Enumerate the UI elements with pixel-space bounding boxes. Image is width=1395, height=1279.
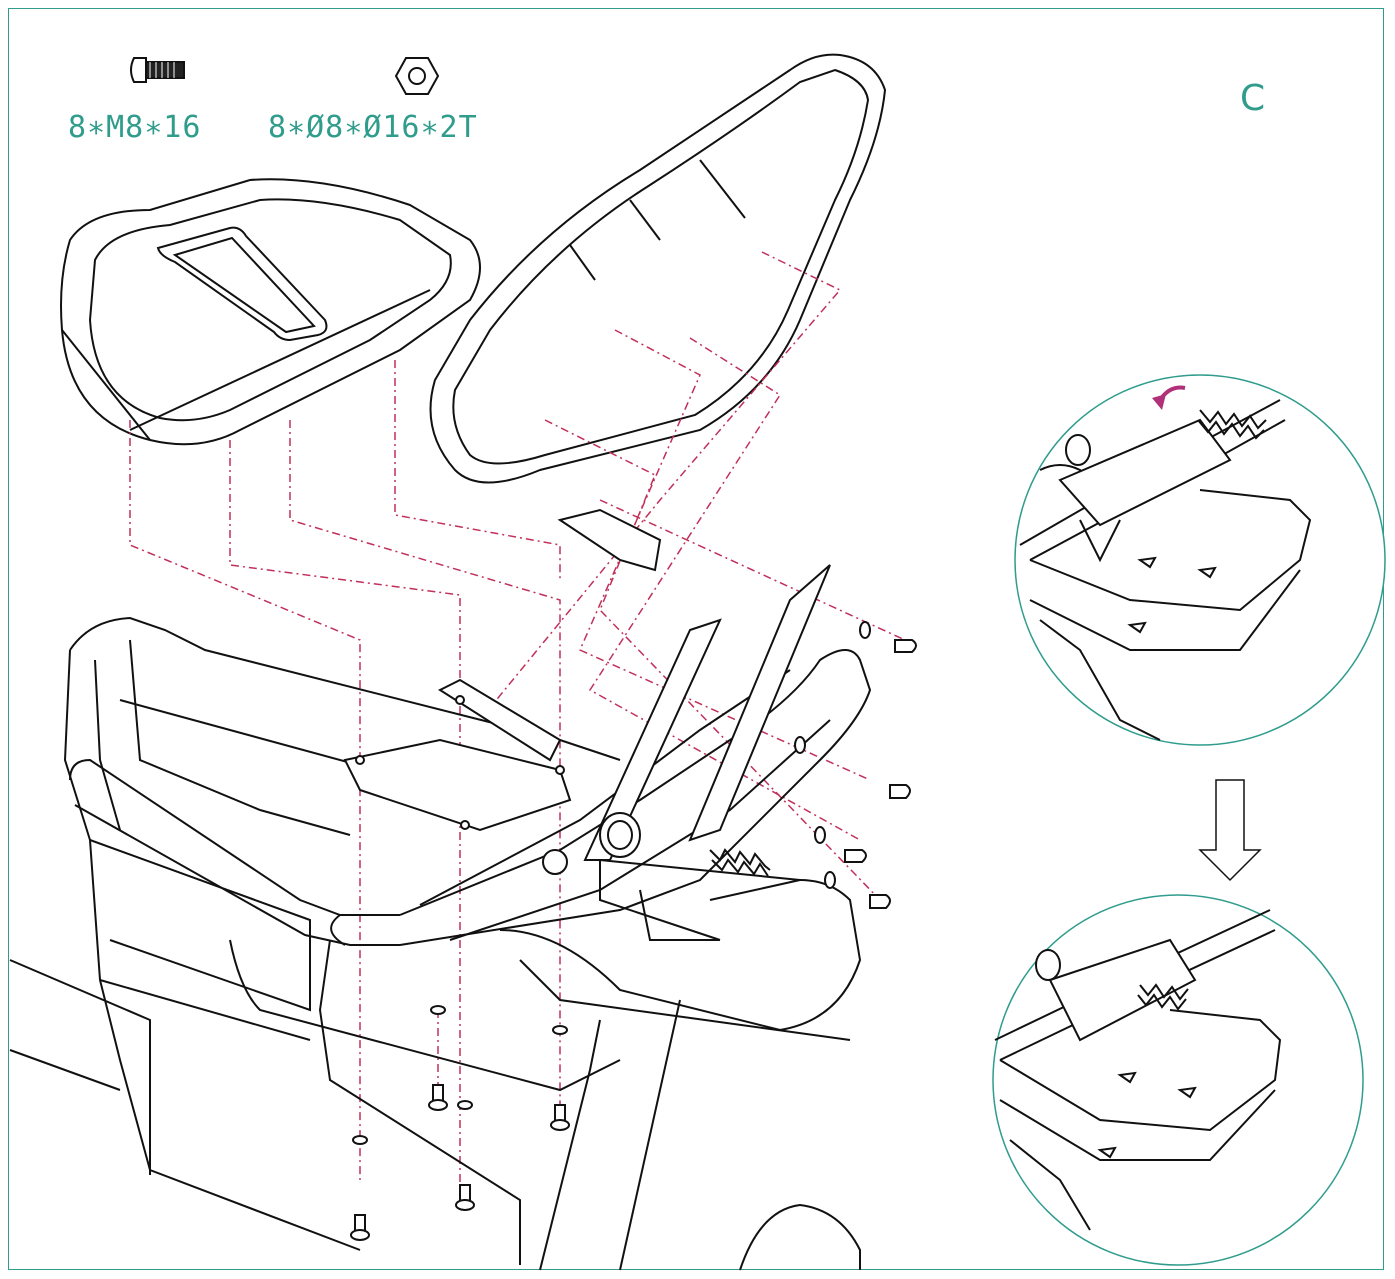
detail-view-after bbox=[992, 894, 1364, 1266]
backrest bbox=[429, 53, 887, 484]
seat-cushion bbox=[60, 178, 481, 446]
down-arrow-icon bbox=[1198, 779, 1262, 882]
washer-icon bbox=[394, 57, 440, 95]
bolt-icon bbox=[130, 57, 185, 83]
bike-frame bbox=[9, 616, 862, 1271]
bolts-and-washers bbox=[794, 621, 917, 909]
detail-view-before bbox=[1014, 374, 1386, 746]
seat-bracket bbox=[343, 508, 831, 861]
spring bbox=[709, 848, 771, 877]
bolt-spec-label: 8∗M8∗16 bbox=[68, 110, 202, 145]
diagram-frame bbox=[8, 8, 1384, 1270]
step-label: C bbox=[1240, 78, 1266, 119]
lower-bolts bbox=[350, 1005, 570, 1241]
adjustment-knob bbox=[542, 812, 641, 875]
washer-spec-label: 8∗Ø8∗Ø16∗2T bbox=[268, 110, 478, 145]
